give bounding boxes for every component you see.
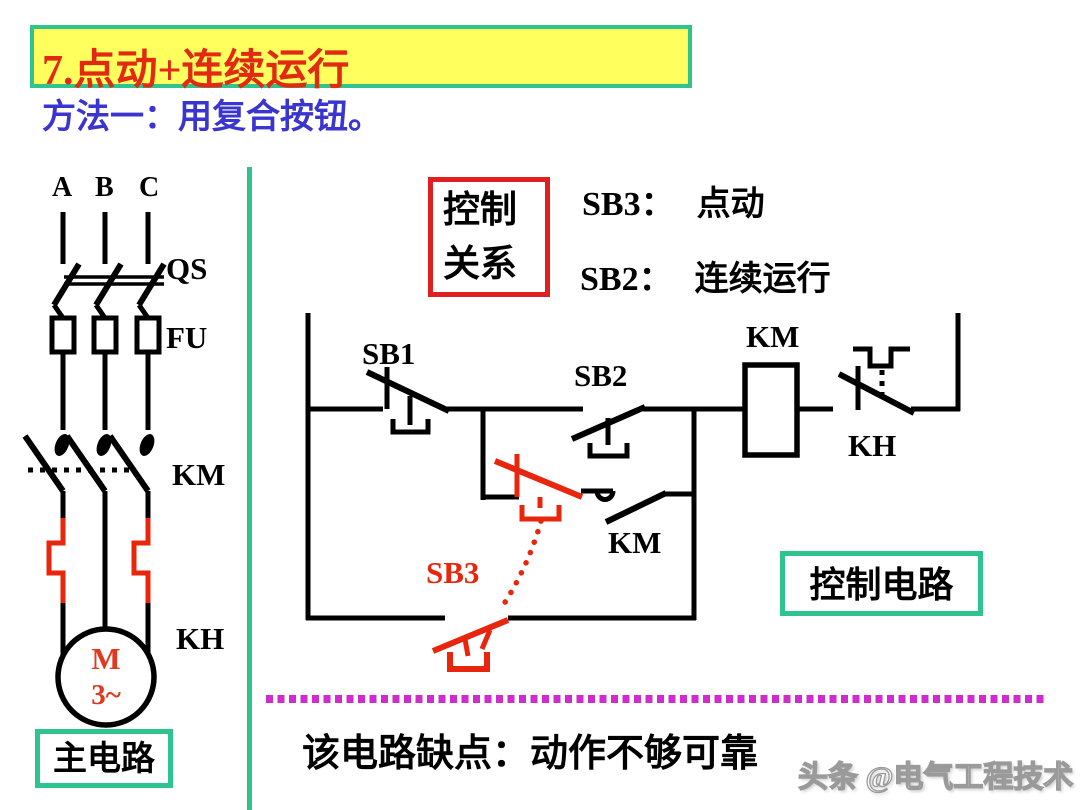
- main-circuit-caption: 主电路: [35, 729, 173, 788]
- phase-a-label: A: [52, 172, 73, 203]
- motor-m-label: M: [91, 641, 121, 676]
- sb2-label: SB2: [574, 358, 628, 393]
- relation-row-sb2: SB2： 连续运行: [580, 251, 831, 300]
- control-circuit-caption: 控制电路: [780, 551, 983, 616]
- relation-sb3-label: SB3：: [582, 186, 675, 223]
- kh-nc-contact-icon: [837, 346, 916, 416]
- fuse-icons: [49, 315, 162, 430]
- watermark: 头条 @电气工程技术: [797, 760, 1074, 794]
- relation-sb3-value: 点动: [696, 186, 765, 223]
- control-bus-wires: [305, 313, 961, 621]
- mechanical-link-icon: [497, 518, 544, 613]
- km-aux-label: KM: [608, 525, 662, 560]
- sb3-label: SB3: [426, 555, 480, 590]
- phase-c-label: C: [139, 172, 160, 203]
- vertical-divider: [247, 167, 252, 810]
- km-coil-icon: [742, 362, 800, 458]
- sb2-no-button-icon: [570, 404, 647, 459]
- motor-3ph-label: 3~: [91, 679, 121, 711]
- sb3-nc-contact-icon: [493, 454, 584, 522]
- km-aux-contact-icon: [581, 488, 668, 525]
- phase-b-label: B: [95, 172, 114, 203]
- km-main-contacts-icon: [22, 434, 155, 493]
- kh-ctrl-label: KH: [848, 428, 897, 463]
- qs-switch-icon: [51, 262, 167, 320]
- kh-heater-icons: [46, 491, 151, 656]
- footer-note: 该电路缺点：动作不够可靠: [302, 733, 759, 775]
- relation-sb2-label: SB2：: [580, 261, 673, 298]
- motor-icon: [55, 626, 157, 728]
- relation-box-line1: 控制: [443, 190, 517, 231]
- page-title: 7.点动+连续运行: [42, 48, 350, 94]
- title-box: 7.点动+连续运行: [30, 25, 692, 94]
- kh-main-label: KH: [176, 621, 225, 656]
- selfhold-branch-wires: [480, 407, 696, 500]
- subtitle: 方法一：用复合按钮。: [42, 99, 382, 136]
- km-main-label: KM: [172, 457, 226, 492]
- qs-label: QS: [166, 251, 208, 286]
- km-coil-label: KM: [746, 319, 800, 354]
- fu-label: FU: [166, 320, 208, 355]
- sb1-nc-button-icon: [365, 367, 451, 435]
- sb1-label: SB1: [362, 336, 416, 371]
- control-relation-box: 控制 关系: [428, 177, 550, 297]
- three-phase-feeders: [60, 212, 151, 264]
- relation-box-line2: 关系: [443, 244, 517, 285]
- sb3-no-contact-icon: [431, 617, 510, 672]
- relation-row-sb3: SB3： 点动: [582, 176, 765, 225]
- relation-sb2-value: 连续运行: [694, 261, 831, 298]
